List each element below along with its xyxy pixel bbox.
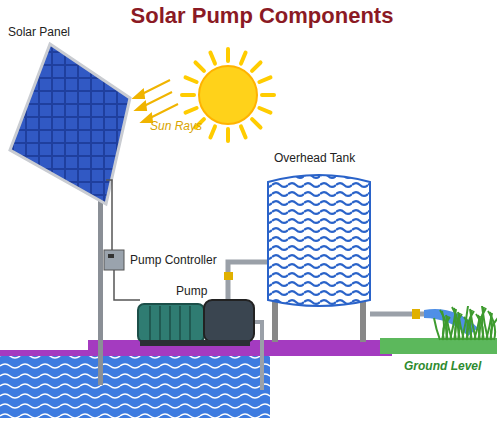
sun-ray — [210, 126, 215, 137]
ground-band — [0, 340, 392, 356]
grass-blade — [458, 312, 464, 340]
sun-ray — [182, 93, 194, 97]
suction-pipe — [254, 322, 262, 390]
sun-ray — [262, 93, 274, 97]
pump-controller — [104, 250, 124, 270]
sun-ray — [226, 49, 230, 61]
grass-blade — [440, 310, 447, 340]
sun-ray — [226, 129, 230, 141]
sun-ray — [259, 77, 270, 82]
grass — [434, 306, 497, 340]
sun-ray — [241, 126, 246, 137]
part-label: Overhead Tank — [274, 152, 355, 165]
sun-ray — [186, 108, 197, 113]
sun-ray — [252, 119, 260, 127]
valve — [412, 309, 420, 319]
part-label: Sun Rays — [150, 120, 202, 133]
wire — [114, 270, 140, 300]
grass-blade — [488, 311, 495, 340]
part-label: Pump Controller — [130, 254, 217, 267]
delivery-pipe — [228, 262, 268, 302]
overhead-tank — [268, 175, 370, 342]
wire — [106, 180, 112, 250]
grass-blade — [482, 306, 488, 340]
sun-ray — [195, 62, 203, 70]
part-label: Pump — [176, 285, 207, 298]
sun-ray — [186, 77, 197, 82]
title: Solar Pump Components — [131, 4, 394, 28]
grass-blade — [452, 307, 459, 340]
grass-blade — [446, 315, 452, 340]
ground-label: Ground Level — [404, 360, 481, 373]
grass-blade — [434, 318, 440, 340]
water-source — [0, 352, 270, 418]
ray-arrows — [134, 80, 178, 122]
valve — [224, 272, 233, 280]
sun-ray — [210, 53, 215, 64]
sun-ray — [241, 53, 246, 64]
grass-blade — [470, 309, 476, 340]
sun-ray — [259, 108, 270, 113]
part-label: Solar Panel — [8, 26, 70, 39]
grass-ground — [380, 338, 497, 354]
sun-ray — [252, 62, 260, 70]
pump — [138, 300, 254, 346]
